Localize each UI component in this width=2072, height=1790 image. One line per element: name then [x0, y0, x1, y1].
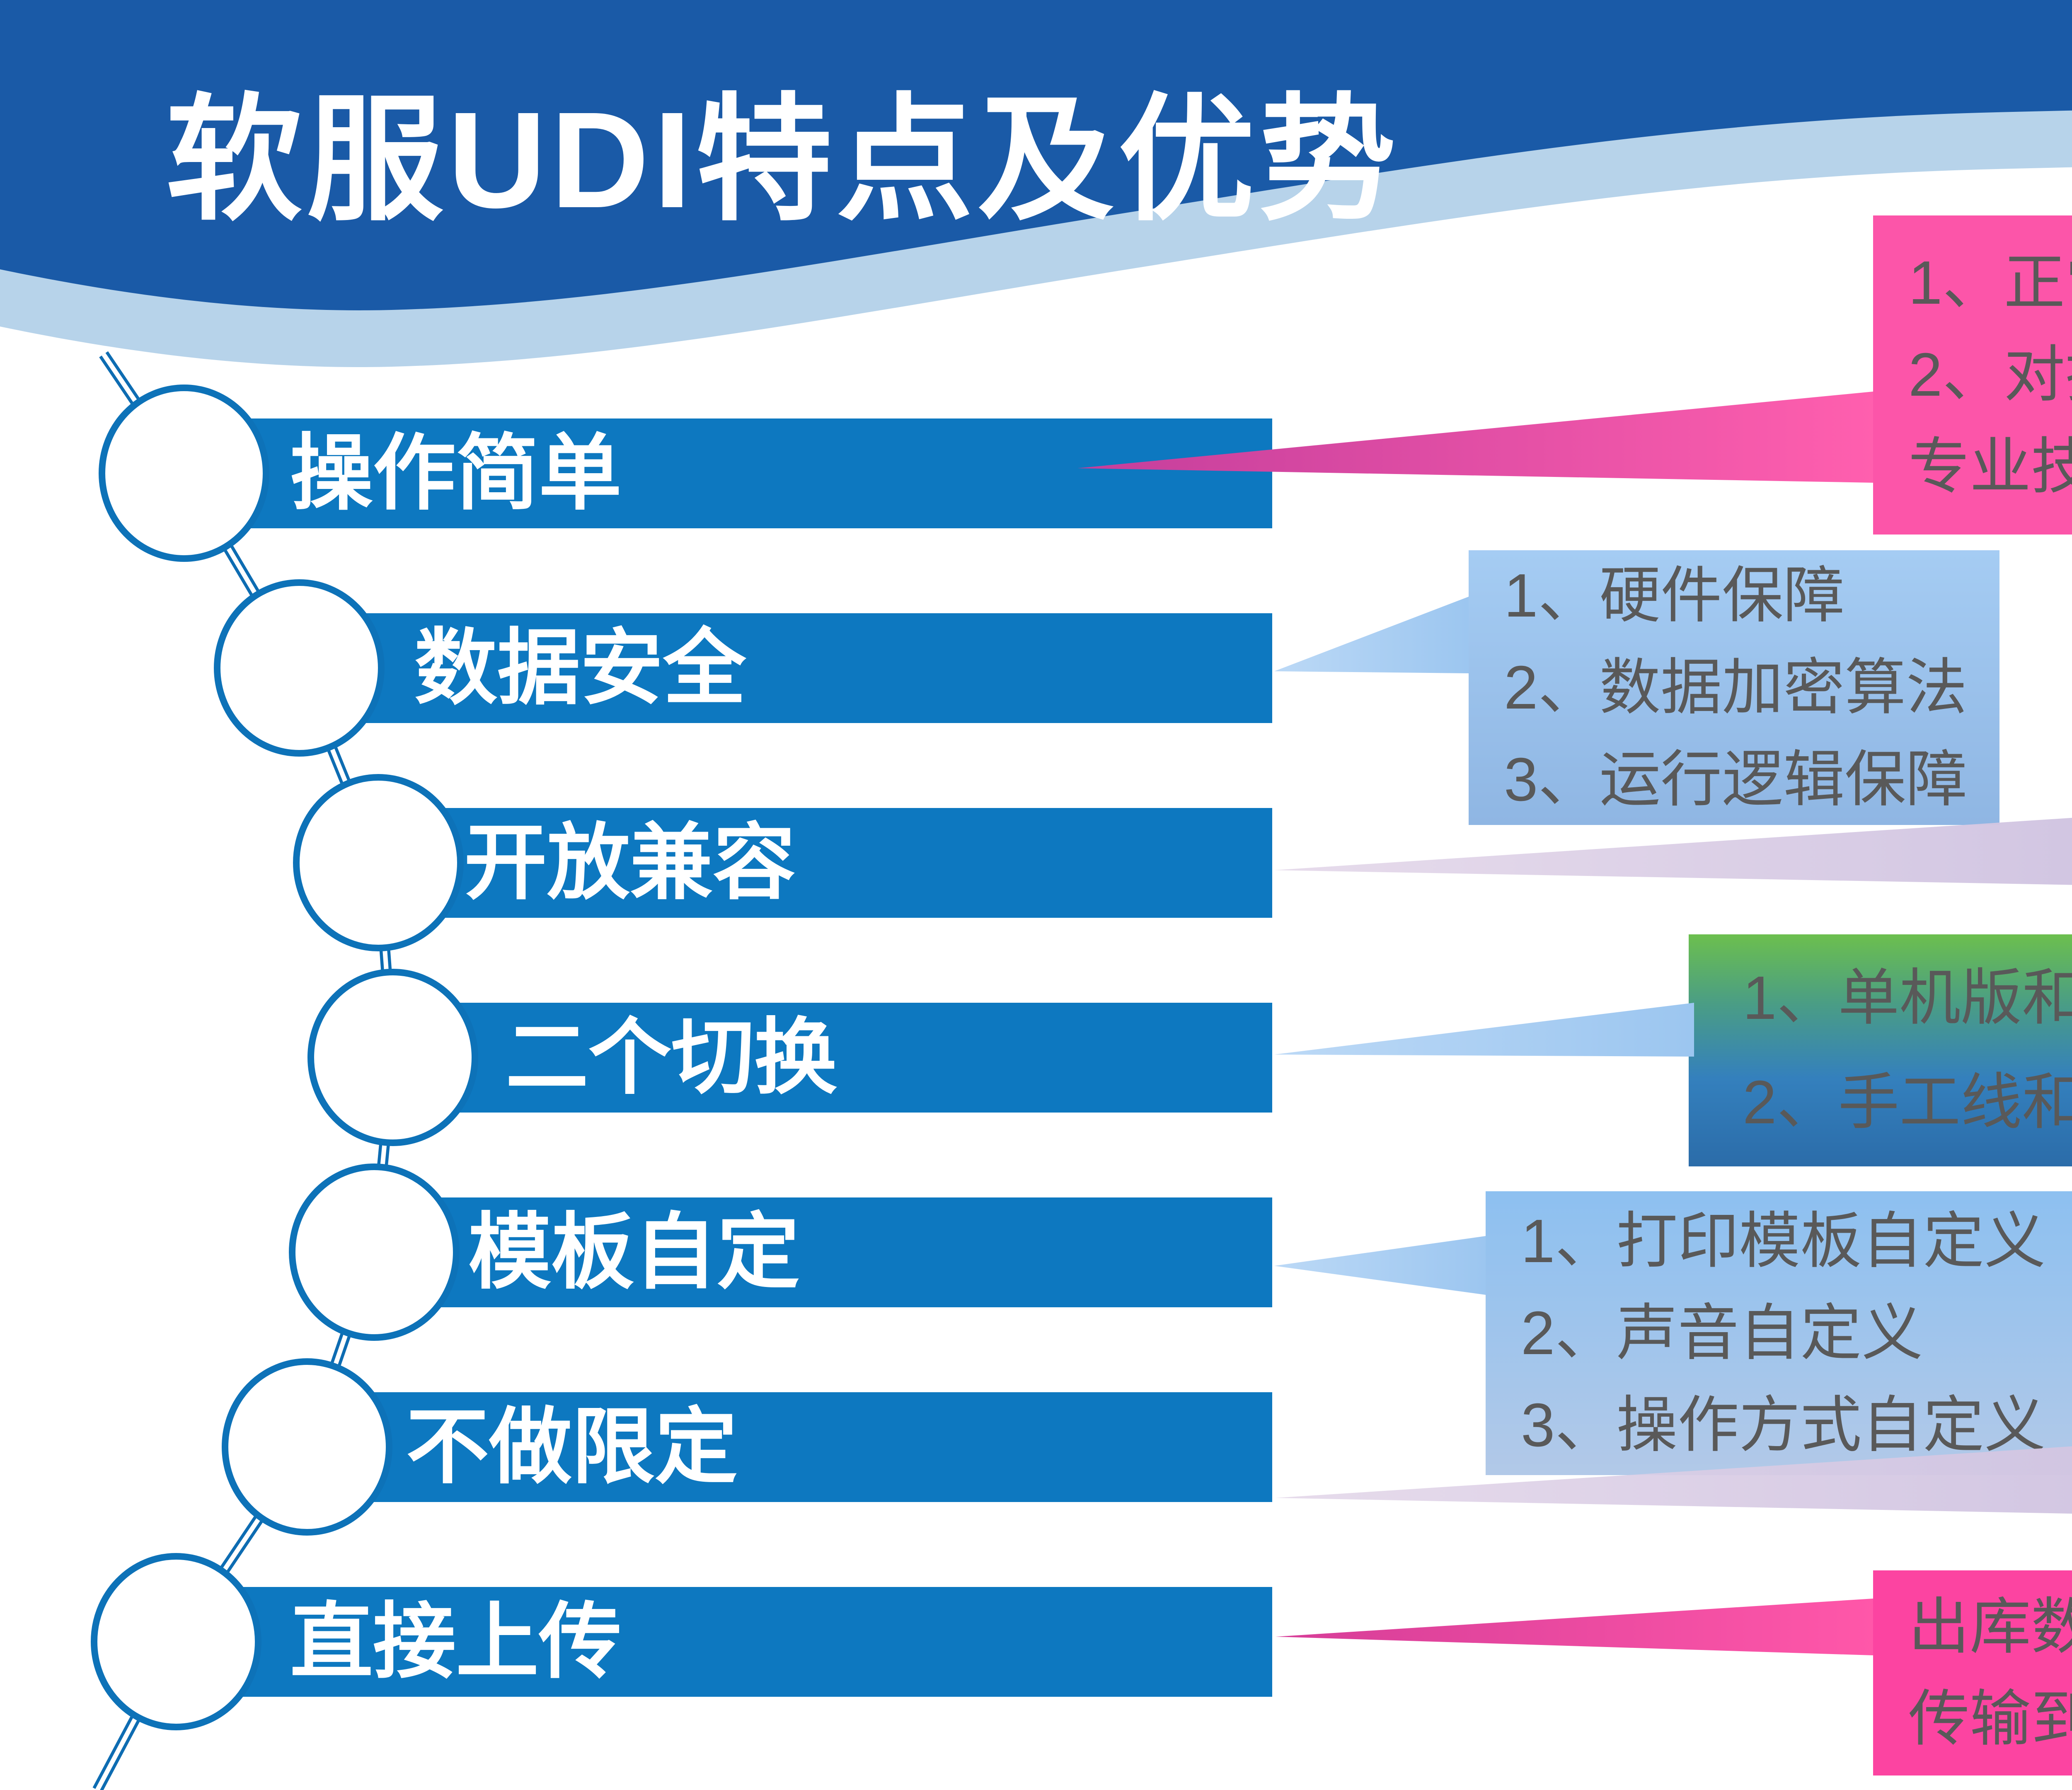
feature-bar-data-security: 数据安全: [299, 613, 1272, 723]
callout-two-switches: 1、单机版和网络版的切换 2、手工线和自动线的切换: [1689, 934, 2072, 1166]
callout-line: 3、运行逻辑保障: [1504, 745, 1968, 814]
callout-line: 1、打印模板自定义: [1521, 1207, 2046, 1275]
callout-line: 传输到电脑端: [1908, 1684, 2072, 1753]
callout-operation-simple: 1、正常培训1个小时 2、对操作人员不需要 专业技术: [1873, 215, 2072, 535]
header-dark-wave: [0, 0, 2072, 310]
callout-line: 2、对操作人员不需要: [1908, 341, 2072, 409]
feature-bar-label: 不做限定: [406, 1401, 738, 1493]
feature-bar-label: 数据安全: [414, 622, 746, 714]
feature-bar-template-custom: 模板自定: [374, 1197, 1272, 1307]
feature-bar-label: 二个切换: [506, 1011, 838, 1104]
feature-bar-no-restriction: 不做限定: [307, 1392, 1272, 1502]
callout-line: 出库数据通过PDA直接: [1908, 1592, 2072, 1661]
callout-line: 2、声音自定义: [1521, 1299, 1923, 1367]
feature-bar-label: 直接上传: [290, 1595, 622, 1688]
feature-bar-operation-simple: 操作简单: [184, 418, 1272, 528]
feature-bar-two-switches: 二个切换: [393, 1003, 1272, 1113]
feature-bar-label: 开放兼容: [464, 816, 796, 909]
callout-line: 1、正常培训1个小时: [1908, 249, 2072, 317]
callout-line: 2、手工线和自动线的切换: [1743, 1068, 2072, 1137]
feature-bar-label: 操作简单: [290, 427, 622, 520]
callout-data-security: 1、硬件保障 2、数据加密算法 3、运行逻辑保障: [1469, 550, 1999, 825]
feature-bar-open-compatible: 开放兼容: [378, 808, 1272, 918]
callout-direct-upload: 出库数据通过PDA直接 传输到电脑端: [1873, 1570, 2072, 1775]
page-title: 软服UDI特点及优势: [166, 83, 1400, 236]
callout-line: 3、操作方式自定义: [1521, 1391, 2046, 1459]
feature-bar-label: 模板自定: [468, 1206, 800, 1299]
feature-bar-direct-upload: 直接上传: [176, 1587, 1272, 1697]
callout-line: 1、硬件保障: [1504, 561, 1845, 630]
callout-template-custom: 1、打印模板自定义 2、声音自定义 3、操作方式自定义: [1486, 1191, 2072, 1475]
callout-line: 1、单机版和网络版的切换: [1743, 964, 2072, 1033]
callout-line: 2、数据加密算法: [1504, 653, 1968, 722]
callout-line: 专业技术: [1908, 433, 2072, 501]
